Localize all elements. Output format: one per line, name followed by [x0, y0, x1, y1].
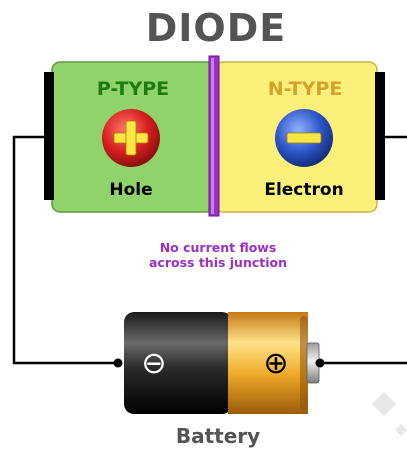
p-terminal-plate	[44, 72, 54, 200]
plus-vertical	[125, 120, 137, 156]
battery-negative-body	[124, 312, 232, 414]
electron-label: Electron	[264, 180, 343, 200]
minus-bar	[286, 132, 322, 144]
corner-sparkle-icon	[372, 392, 407, 436]
wire-left	[12, 135, 118, 365]
battery-positive-body	[228, 312, 308, 414]
battery-positive-symbol: ⊕	[263, 346, 288, 381]
diagram-title: DIODE	[146, 6, 287, 50]
battery-negative-symbol: ⊖	[141, 346, 166, 381]
circuit-wires	[12, 135, 407, 365]
electron-symbol	[275, 109, 333, 167]
junction-note-line2: across this junction	[149, 255, 287, 270]
battery-label: Battery	[176, 424, 260, 448]
battery: ⊖ ⊕	[124, 312, 320, 414]
p-type-label: P-TYPE	[97, 78, 169, 100]
junction-note-line1: No current flows	[160, 240, 277, 255]
hole-label: Hole	[109, 180, 152, 200]
battery-positive-end	[300, 316, 308, 410]
n-terminal-plate	[375, 72, 385, 200]
pn-junction-highlight	[211, 58, 214, 214]
hole-symbol	[102, 109, 160, 167]
n-type-label: N-TYPE	[268, 78, 343, 100]
battery-left-node	[113, 358, 123, 368]
battery-right-node	[315, 358, 325, 368]
